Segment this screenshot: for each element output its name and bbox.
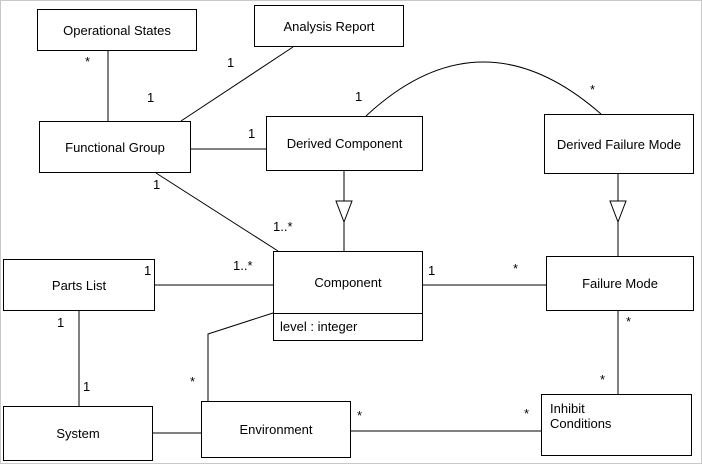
class-box-inhibit-conditions: Inhibit Conditions: [541, 394, 692, 456]
edge-analysis-report-functional-group: [180, 46, 294, 122]
class-name: Derived Component: [286, 136, 403, 151]
multiplicity-label: 1: [153, 177, 161, 192]
multiplicity-label: 1: [355, 89, 363, 104]
generalization-triangle-icon: [335, 200, 353, 224]
edge-component-environment: [207, 312, 274, 401]
multiplicity-label: *: [600, 372, 606, 387]
class-box-failure-mode: Failure Mode: [546, 256, 694, 311]
class-name: Operational States: [63, 22, 171, 38]
multiplicity-label: 1: [248, 126, 256, 141]
class-name: Component: [314, 275, 382, 290]
class-name: Parts List: [51, 277, 107, 293]
class-name: Derived Failure Mode: [556, 136, 682, 152]
class-name: System: [56, 426, 100, 441]
class-name: Analysis Report: [283, 18, 375, 34]
class-box-system: System: [3, 406, 153, 461]
edge-derived-component-derived-failure-mode-arc: [365, 61, 602, 117]
class-attributes-compartment: level : integer: [274, 313, 422, 340]
class-box-functional-group: Functional Group: [39, 121, 191, 173]
class-name: Environment: [239, 422, 313, 437]
class-name: Failure Mode: [582, 276, 658, 291]
generalization-triangle-icon: [609, 200, 627, 224]
class-name: Inhibit Conditions: [550, 401, 612, 431]
multiplicity-label: 1..*: [273, 219, 293, 234]
class-box-analysis-report: Analysis Report: [254, 5, 404, 47]
multiplicity-label: *: [513, 261, 519, 276]
class-box-parts-list: Parts List: [3, 259, 155, 311]
multiplicity-label: *: [590, 82, 596, 97]
class-name-compartment: Component: [274, 252, 422, 313]
multiplicity-label: 1: [144, 263, 152, 278]
class-box-derived-component: Derived Component: [266, 116, 423, 171]
multiplicity-label: 1: [428, 263, 436, 278]
multiplicity-label: 1: [227, 55, 235, 70]
multiplicity-label: 1: [57, 315, 65, 330]
multiplicity-label: *: [524, 406, 530, 421]
multiplicity-label: 1: [83, 379, 91, 394]
class-box-component: Component level : integer: [273, 251, 423, 341]
class-name: Functional Group: [65, 139, 165, 155]
multiplicity-label: 1..*: [233, 258, 253, 273]
class-box-operational-states: Operational States: [37, 9, 197, 51]
multiplicity-label: *: [357, 408, 363, 423]
multiplicity-label: 1: [147, 90, 155, 105]
multiplicity-label: *: [190, 374, 196, 389]
edge-functional-group-component: [155, 172, 279, 252]
class-attribute: level : integer: [280, 319, 358, 334]
multiplicity-label: *: [626, 314, 632, 329]
class-box-derived-failure-mode: Derived Failure Mode: [544, 114, 694, 174]
multiplicity-label: *: [85, 54, 91, 69]
class-box-environment: Environment: [201, 401, 351, 458]
